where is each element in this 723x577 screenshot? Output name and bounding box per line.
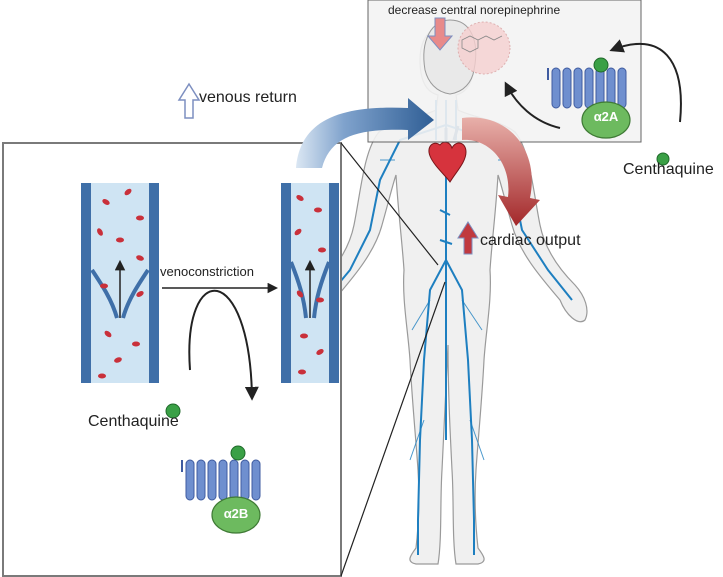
receptor-a2a	[547, 57, 631, 139]
centhaquine-label-right: Centhaquine	[623, 161, 714, 178]
cardiac-output-label: cardiac output	[480, 232, 581, 249]
increase-arrow-icon-cardiac	[457, 221, 479, 255]
cardiac-output-arrow	[462, 117, 540, 226]
receptor-a2b	[181, 445, 261, 534]
venous-return-label: venous return	[199, 89, 297, 106]
receptor-a2a-label: α2A	[593, 109, 619, 124]
vein-constricted	[281, 183, 339, 383]
venoconstriction-label: venoconstriction	[160, 264, 254, 279]
decrease-arrow-icon	[426, 17, 454, 51]
increase-arrow-icon-venous	[177, 82, 201, 119]
binding-arrow-a2a	[609, 39, 682, 123]
centhaquine-ligand-bound-upper	[593, 57, 609, 73]
centhaquine-ligand-upper	[656, 152, 670, 166]
centhaquine-label-left: Centhaquine	[88, 413, 179, 430]
decrease-norepinephrine-label: decrease central norepinephrine	[388, 3, 561, 17]
centhaquine-ligand-bound-lower	[230, 445, 246, 461]
binding-arrow-a2b	[188, 289, 259, 401]
receptor-a2b-label: α2B	[223, 506, 249, 521]
effect-arrow-a2a	[504, 81, 561, 129]
norepinephrine-structure-icon	[461, 35, 503, 53]
centhaquine-ligand-lower	[165, 403, 181, 419]
venous-return-arrow	[296, 98, 434, 168]
zoom-lines	[340, 142, 446, 577]
norepinephrine-molecule-bubble	[457, 21, 511, 75]
vein-relaxed	[81, 183, 159, 383]
